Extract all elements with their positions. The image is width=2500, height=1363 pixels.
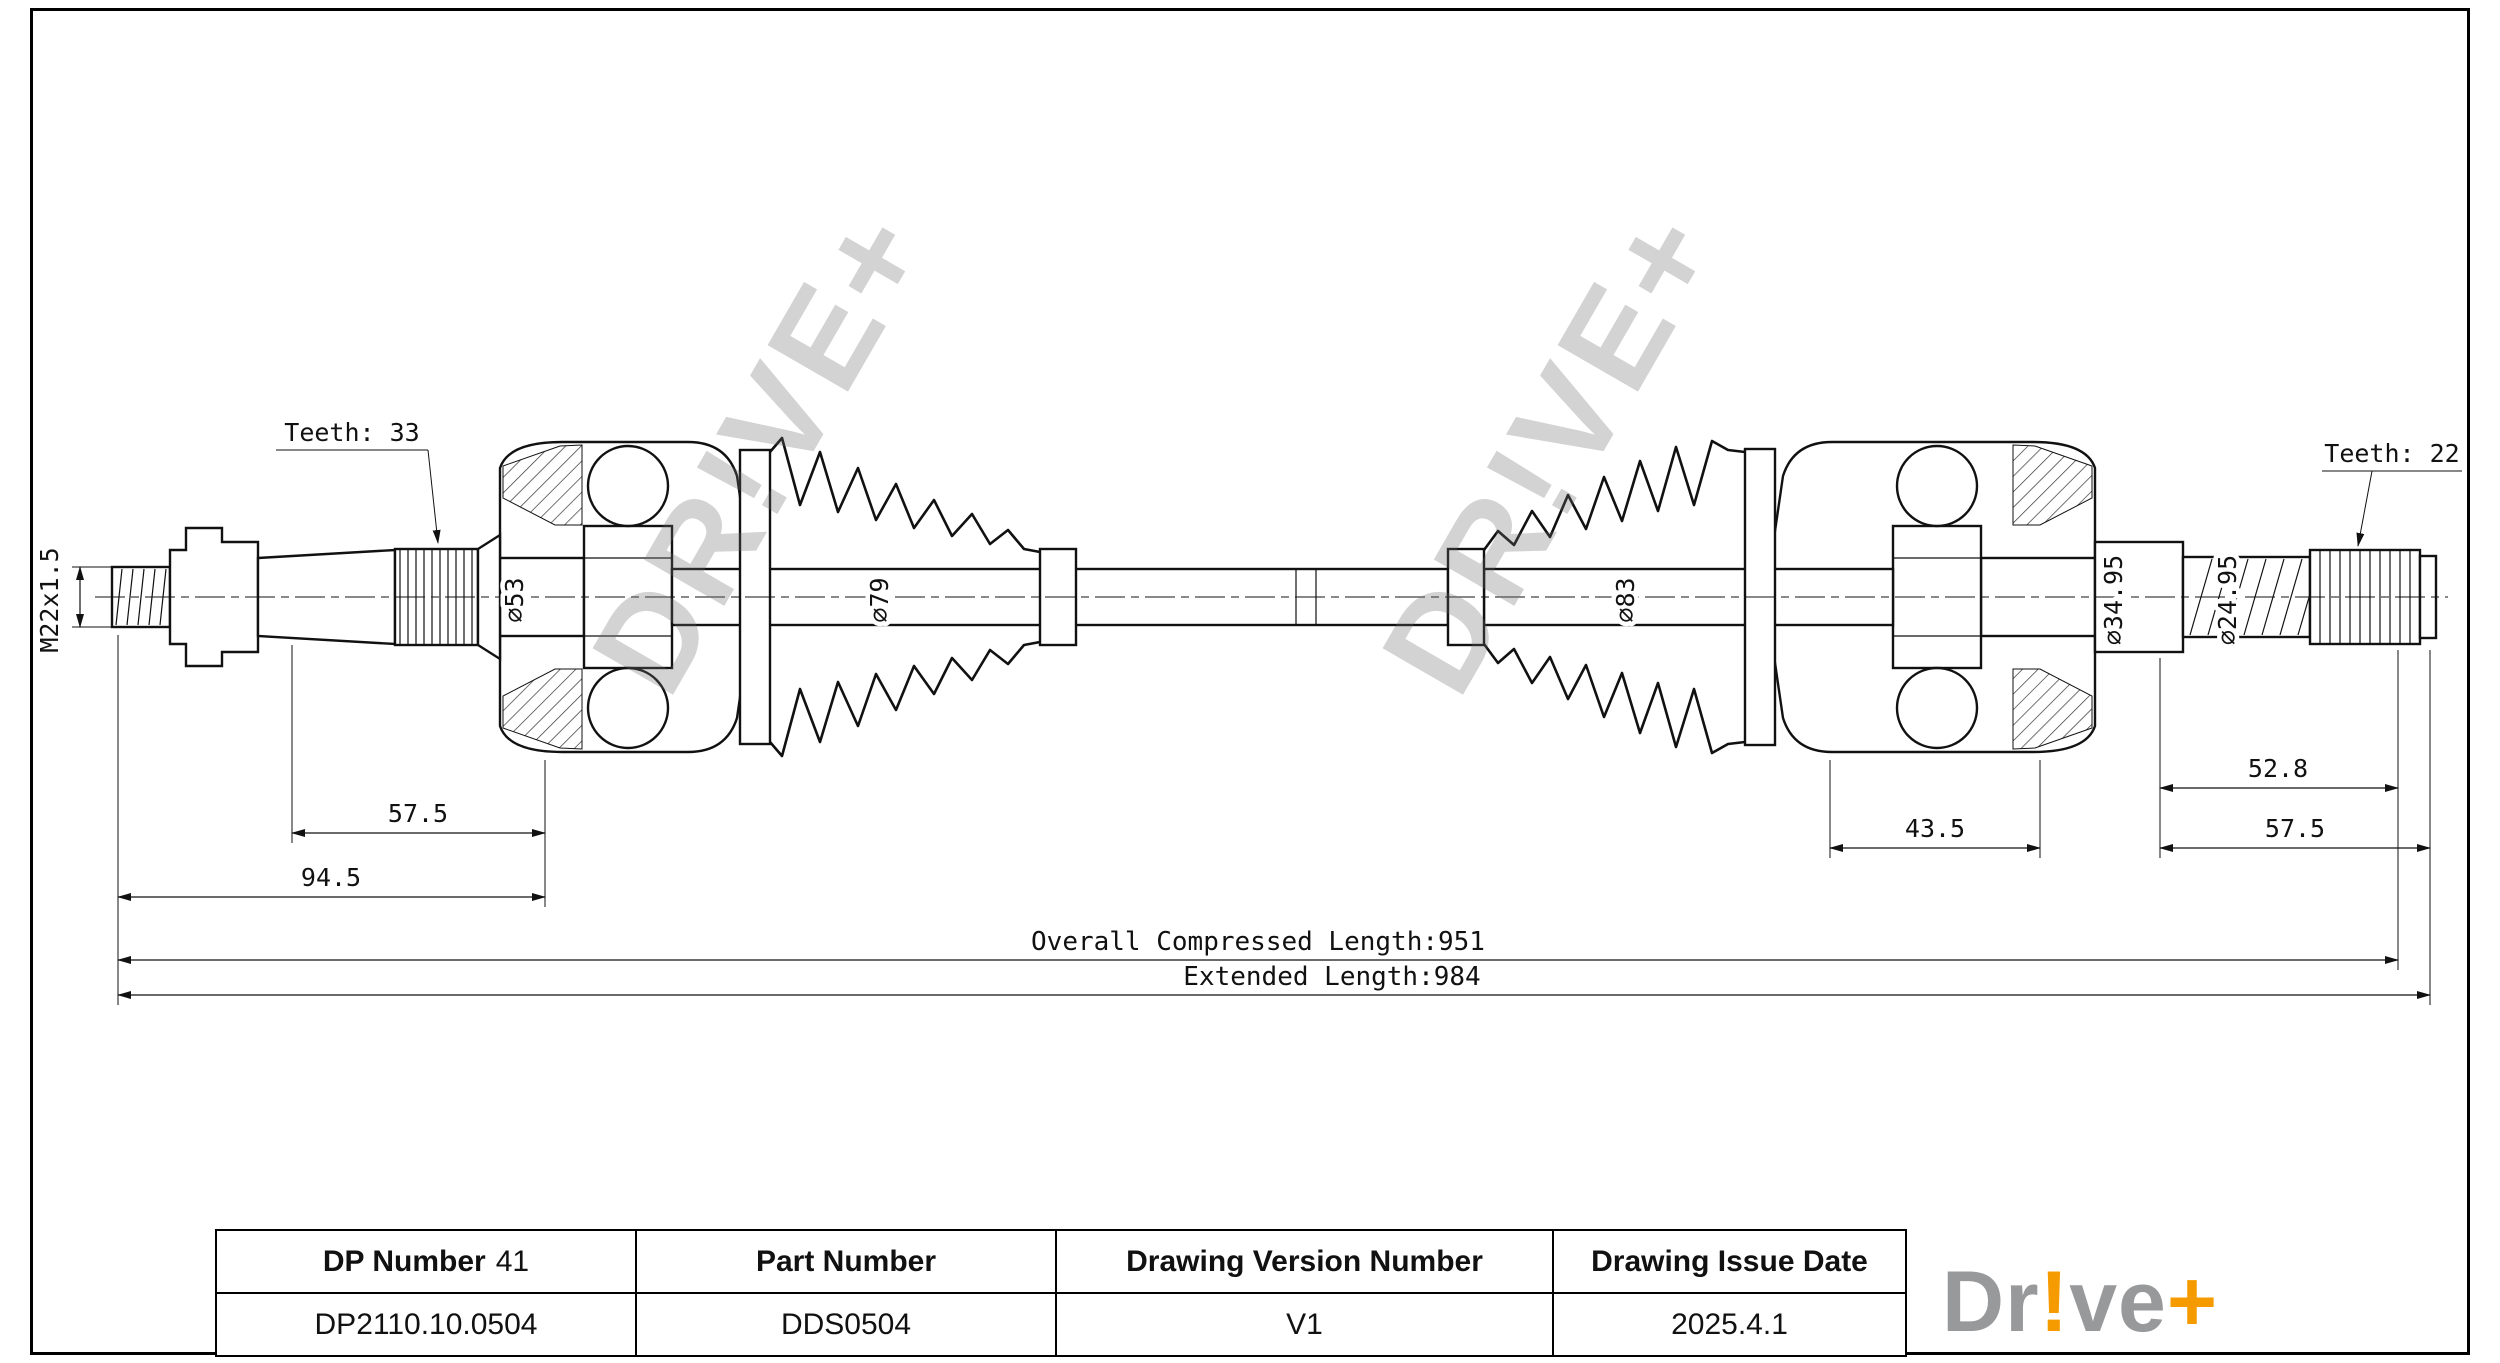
teeth-right-label: Teeth: 22	[2324, 439, 2459, 468]
title-block-table: DP Number 41 Part Number Drawing Version …	[215, 1229, 1907, 1357]
logo-plus: +	[2166, 1253, 2219, 1350]
part-number-header-cell: Part Number	[635, 1229, 1057, 1294]
issue-date-header-cell: Drawing Issue Date	[1552, 1229, 1907, 1294]
dimension-lines: 57.5 94.5 43.5 52.8 57.5 Overall Compres…	[117, 635, 2431, 1005]
drawing-version-value-cell: V1	[1055, 1292, 1554, 1357]
left-housing-section-hatch-bottom	[502, 668, 583, 750]
logo-exclamation: !	[2039, 1253, 2070, 1350]
dp-number-header-cell: DP Number 41	[215, 1229, 637, 1294]
right-housing-section-hatch-top	[2012, 444, 2093, 526]
dim-57-5-right: 57.5	[2265, 814, 2325, 843]
dp-number-value-cell: DP2110.10.0504	[215, 1292, 637, 1357]
brand-logo: Dr!ve+	[1942, 1252, 2272, 1352]
left-housing-section-hatch-top	[502, 444, 583, 526]
logo-part-dr: Dr	[1942, 1253, 2040, 1350]
dim-57-5-left: 57.5	[388, 799, 448, 828]
dim-overall-compressed: Overall Compressed Length:951	[1031, 927, 1485, 957]
callout-labels: Teeth: 33 Teeth: 22 M22x1.5 ⌀53 ⌀79 ⌀83 …	[35, 418, 2462, 653]
left-bearing-ball-bottom	[586, 666, 670, 750]
part-number-header: Part Number	[755, 1244, 937, 1278]
issue-date-value-cell: 2025.4.1	[1552, 1292, 1907, 1357]
dp-number-inline: 41	[495, 1244, 530, 1278]
right-bearing-ball-top	[1895, 444, 1979, 528]
dia-53-label: ⌀53	[500, 577, 529, 622]
dim-43-5: 43.5	[1905, 814, 1965, 843]
part-number-value-cell: DDS0504	[635, 1292, 1057, 1357]
drawing-version-header-cell: Drawing Version Number	[1055, 1229, 1554, 1294]
issue-date-header: Drawing Issue Date	[1591, 1244, 1868, 1278]
dim-52-8: 52.8	[2248, 754, 2308, 783]
dim-94-5: 94.5	[301, 863, 361, 892]
dia-83-label: ⌀83	[1611, 577, 1640, 622]
teeth-left-label: Teeth: 33	[284, 418, 419, 447]
dia-24-95-label: ⌀24.95	[2213, 555, 2242, 645]
thread-spec-label: M22x1.5	[35, 547, 64, 652]
dia-79-label: ⌀79	[865, 577, 894, 622]
dp-number-header: DP Number	[322, 1244, 486, 1278]
left-bearing-ball-top	[586, 444, 670, 528]
logo-part-ve: ve	[2069, 1253, 2167, 1350]
dim-extended: Extended Length:984	[1183, 962, 1480, 992]
right-bearing-ball-bottom	[1895, 666, 1979, 750]
dia-34-95-label: ⌀34.95	[2099, 555, 2128, 645]
right-housing-section-hatch-bottom	[2012, 668, 2093, 750]
drawing-version-header: Drawing Version Number	[1126, 1244, 1483, 1278]
